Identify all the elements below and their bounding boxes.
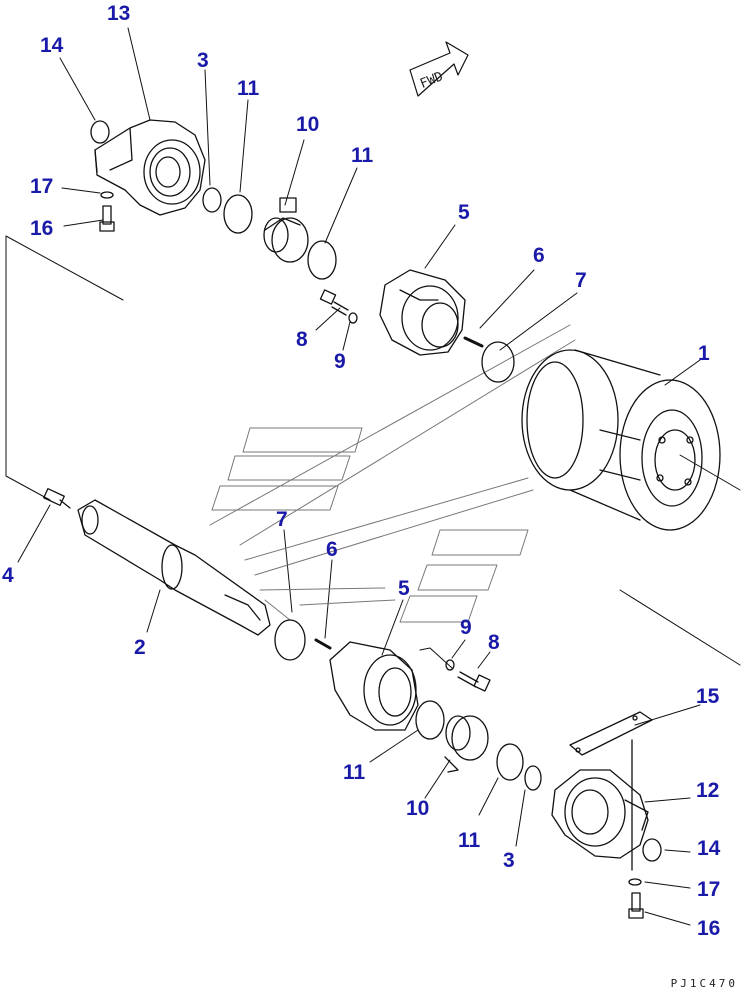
callout-11-lower-a: 11: [343, 761, 366, 784]
callout-8-upper: 8: [296, 328, 308, 351]
callout-15: 15: [696, 685, 720, 708]
callout-14-upper: 14: [40, 34, 64, 57]
ring-7-upper: [481, 341, 515, 383]
ring-11-upper-a: [223, 194, 253, 234]
callout-7-upper: 7: [575, 269, 587, 292]
collar-5-upper: [379, 269, 466, 356]
callout-11-upper-a: 11: [237, 77, 260, 100]
ring-11-lower-b: [496, 743, 524, 781]
callout-16-upper: 16: [30, 217, 54, 240]
callout-9-lower: 9: [460, 616, 472, 639]
fwd-arrow: [409, 41, 469, 97]
callout-14-lower: 14: [697, 837, 721, 860]
ring-14-lower: [642, 838, 662, 862]
callout-4: 4: [2, 564, 14, 587]
bolt-8-lower: [457, 671, 491, 692]
callout-9-upper: 9: [334, 350, 346, 373]
callout-5-upper: 5: [458, 201, 470, 224]
ring-7-lower: [274, 619, 306, 661]
ring-11-lower-a: [415, 700, 445, 740]
callout-10-lower: 10: [406, 797, 430, 820]
callout-6-lower: 6: [326, 538, 338, 561]
callout-13-upper: 13: [107, 2, 131, 25]
bracket-upper-13: [94, 119, 206, 216]
reference-lines: [5, 235, 741, 669]
washer-17-upper: [100, 191, 114, 199]
ring-14-upper: [90, 120, 110, 144]
ring-11-upper-b: [307, 240, 337, 280]
bracket-lower-12: [551, 739, 649, 871]
collar-5-lower: [329, 641, 419, 731]
pin-6-lower: [314, 638, 332, 650]
callout-7-lower: 7: [276, 508, 288, 531]
washer-9-upper: [348, 312, 358, 324]
callout-2: 2: [134, 636, 146, 659]
bolt-16-lower: [628, 892, 644, 919]
washer-9-lower: [445, 659, 455, 671]
plug-4: [43, 488, 71, 509]
callout-17-upper: 17: [30, 175, 54, 198]
seal-10-upper: [263, 197, 309, 263]
ring-3-lower: [524, 765, 542, 791]
ring-3-upper: [202, 187, 222, 213]
callout-3-upper: 3: [197, 49, 209, 72]
callout-12: 12: [696, 779, 720, 802]
callout-1: 1: [698, 342, 710, 365]
washer-17-lower: [628, 878, 642, 886]
callout-6-upper: 6: [533, 244, 545, 267]
pin-6-upper: [463, 336, 484, 348]
callout-3-lower: 3: [503, 849, 515, 872]
callout-16-lower: 16: [697, 917, 721, 940]
background-guide-planes: [209, 324, 576, 623]
seal-10-lower: [444, 715, 489, 773]
drawing-code: PJ1C470: [670, 977, 738, 990]
callout-11-lower-b: 11: [458, 829, 481, 852]
leader-lines: [17, 27, 701, 926]
callout-5-lower: 5: [398, 577, 410, 600]
callout-10-upper: 10: [296, 113, 320, 136]
roller-1: [521, 349, 721, 531]
bolt-8-upper: [319, 289, 349, 316]
bolt-16-upper: [99, 205, 115, 232]
callout-8-lower: 8: [488, 631, 500, 654]
plate-15: [569, 711, 653, 756]
callout-17-lower: 17: [697, 878, 721, 901]
shaft-2: [77, 499, 271, 636]
callout-11-upper-b: 11: [351, 144, 374, 167]
